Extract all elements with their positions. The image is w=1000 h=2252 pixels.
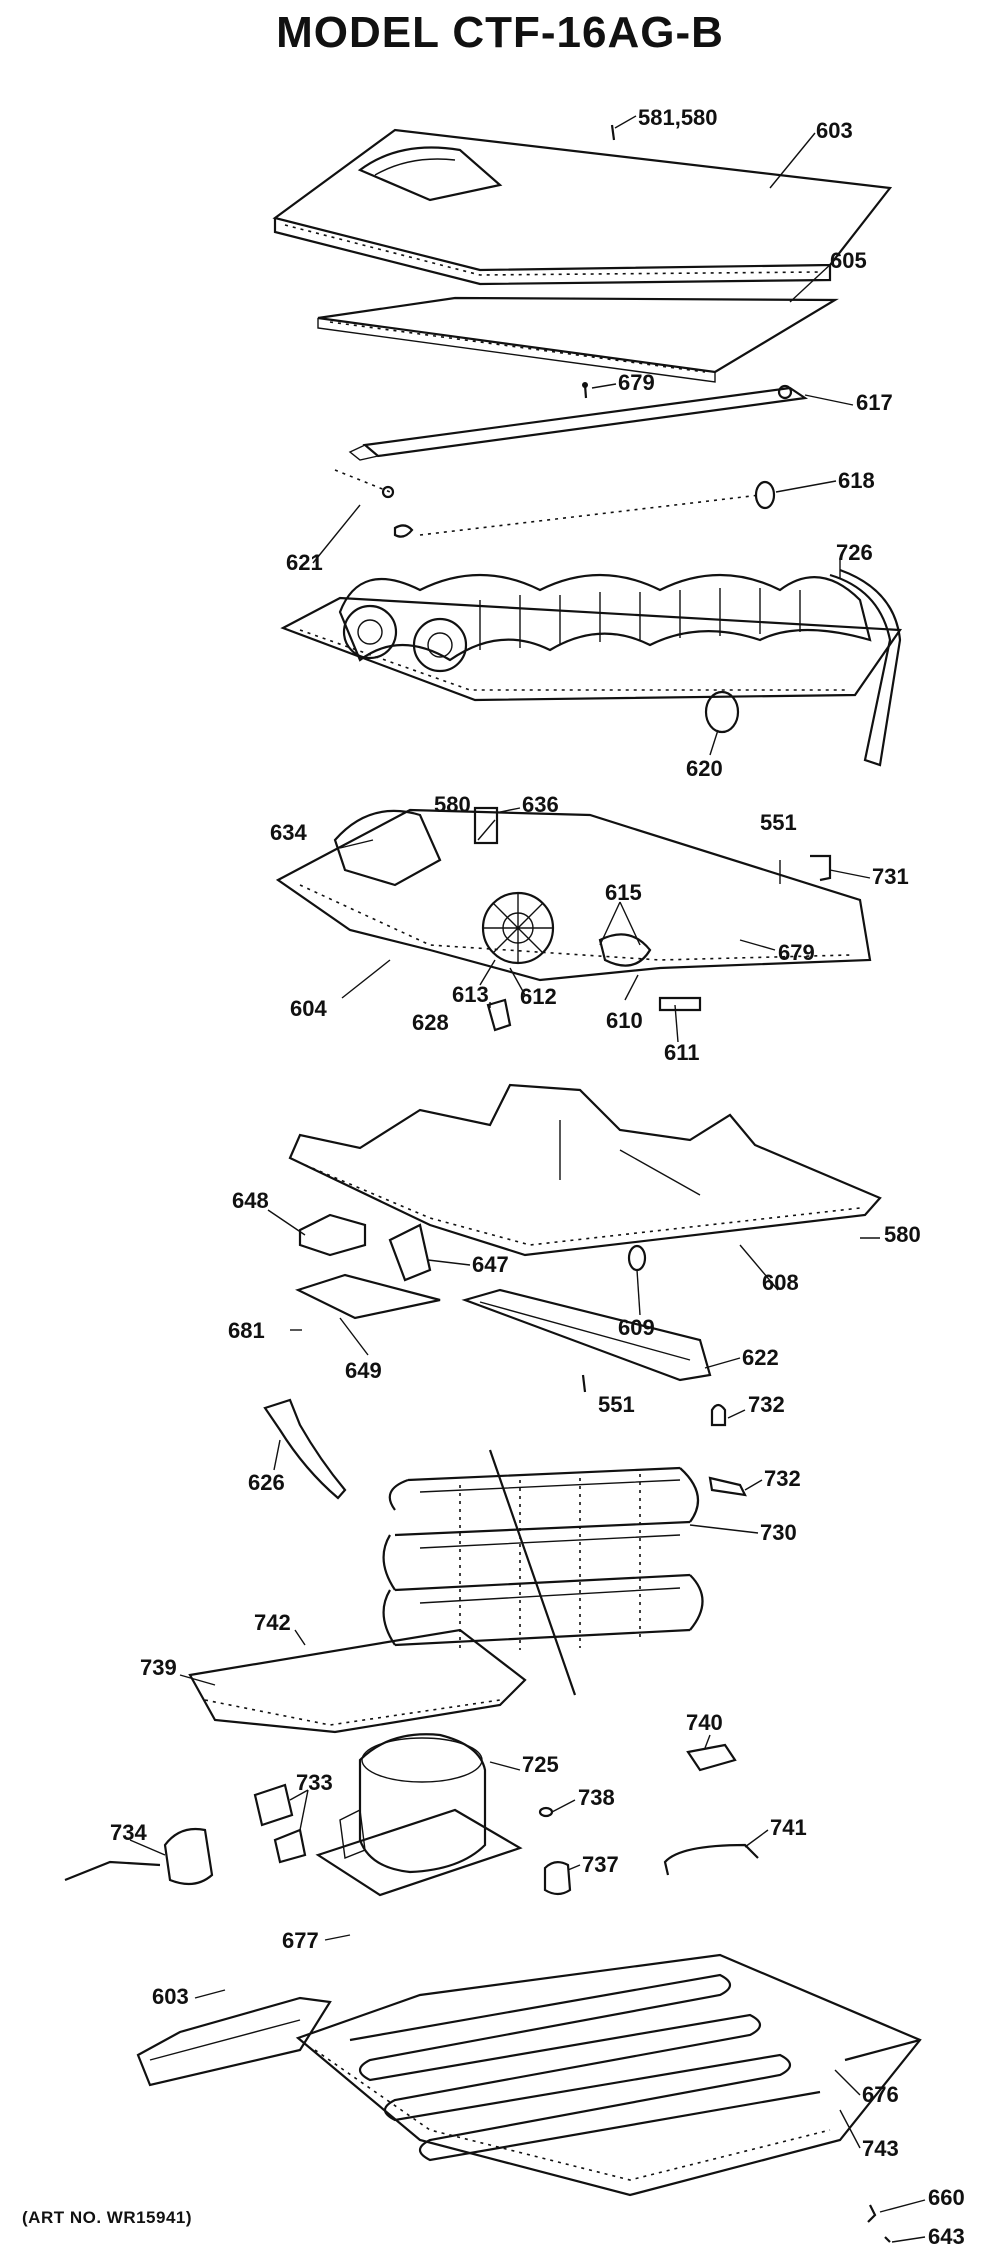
art-number: (ART NO. WR15941) <box>22 2208 193 2227</box>
callout-739: 739 <box>140 1655 177 1680</box>
callout-581-580: 581,580 <box>638 105 718 130</box>
condenser-part <box>382 1449 747 1696</box>
base-pan-part <box>295 1953 922 2197</box>
thermostat-part-620 <box>704 690 740 734</box>
cover-part-734 <box>64 1827 214 1886</box>
screw-part <box>610 124 616 141</box>
clip-part-732a <box>710 1403 727 1427</box>
callout-551-lower: 551 <box>598 1392 635 1417</box>
bracket-part-647 <box>388 1223 432 1282</box>
callout-681: 681 <box>228 1318 265 1343</box>
callout-611: 611 <box>664 1040 700 1065</box>
callout-622: 622 <box>742 1345 779 1370</box>
callout-676: 676 <box>862 2082 899 2107</box>
callout-660: 660 <box>928 2185 965 2210</box>
callout-580-liner: 580 <box>884 1222 921 1247</box>
top-cover-part <box>272 128 893 286</box>
base-rail-part <box>136 1996 332 2087</box>
callout-648: 648 <box>232 1188 269 1213</box>
callout-604: 604 <box>290 996 327 1021</box>
callout-636: 636 <box>522 792 559 817</box>
callout-732-lower: 732 <box>764 1466 801 1491</box>
callout-610: 610 <box>606 1008 643 1033</box>
callout-580-fan: 580 <box>434 792 471 817</box>
callout-679-top: 679 <box>618 370 655 395</box>
callout-612: 612 <box>520 984 557 1009</box>
grommet-part-738 <box>538 1806 554 1818</box>
plate-part-649 <box>295 1273 441 1320</box>
callout-738: 738 <box>578 1785 615 1810</box>
liner-part <box>288 1083 882 1257</box>
callout-617: 617 <box>856 390 893 415</box>
callout-621: 621 <box>286 550 323 575</box>
callout-734: 734 <box>110 1820 147 1845</box>
callout-740: 740 <box>686 1710 723 1735</box>
callout-603-base: 603 <box>152 1984 189 2009</box>
shaft-part <box>334 469 776 538</box>
callout-551-top: 551 <box>760 810 797 835</box>
callout-615-upper: 615 <box>605 880 642 905</box>
damper-part-628 <box>486 998 512 1032</box>
callout-733: 733 <box>296 1770 333 1795</box>
callout-742: 742 <box>254 1610 291 1635</box>
callout-613: 613 <box>452 982 489 1007</box>
rail-part <box>348 384 809 461</box>
callout-609: 609 <box>618 1315 655 1340</box>
callout-677: 677 <box>282 1928 319 1953</box>
callout-732-upper: 732 <box>748 1392 785 1417</box>
callout-743: 743 <box>862 2136 899 2161</box>
callout-603-top: 603 <box>816 118 853 143</box>
callout-634: 634 <box>270 820 307 845</box>
callout-679-fan: 679 <box>778 940 815 965</box>
callout-647: 647 <box>472 1252 509 1277</box>
callout-618: 618 <box>838 468 875 493</box>
leader-lines <box>129 115 926 2243</box>
callout-605: 605 <box>830 248 867 273</box>
trim-part-622 <box>461 1288 712 1382</box>
callout-731: 731 <box>872 864 909 889</box>
screw-part-679 <box>582 382 588 399</box>
relay-part-733 <box>253 1783 307 1864</box>
fan-shroud-part <box>275 806 872 1012</box>
foot-part-660 <box>867 2204 877 2223</box>
callout-737: 737 <box>582 1852 619 1877</box>
drain-pan-part <box>188 1628 527 1734</box>
panel-part <box>317 296 839 383</box>
bracket-part-648 <box>298 1213 367 1257</box>
tube-part-741 <box>663 1843 759 1876</box>
evaporator-part <box>280 568 903 767</box>
callout-649: 649 <box>345 1358 382 1383</box>
callout-643: 643 <box>928 2224 965 2249</box>
callout-608: 608 <box>762 1270 799 1295</box>
callout-620: 620 <box>686 756 723 781</box>
sensor-part-609 <box>627 1244 647 1272</box>
callout-741: 741 <box>770 1815 807 1840</box>
callout-626: 626 <box>248 1470 285 1495</box>
callout-725: 725 <box>522 1752 559 1777</box>
callout-labels: 581,580 603 605 679 617 618 621 726 620 … <box>110 105 965 2249</box>
diagram-title: MODEL CTF-16AG-B <box>276 8 724 57</box>
callout-730: 730 <box>760 1520 797 1545</box>
compressor-part <box>315 1733 523 1897</box>
screw-part-551b <box>581 1374 587 1393</box>
callout-726: 726 <box>836 540 873 565</box>
foot-part-643 <box>884 2236 891 2243</box>
callout-628: 628 <box>412 1010 449 1035</box>
bracket-part-740 <box>686 1743 737 1772</box>
drain-tube-part <box>263 1398 347 1500</box>
capacitor-part-737 <box>543 1861 572 1896</box>
